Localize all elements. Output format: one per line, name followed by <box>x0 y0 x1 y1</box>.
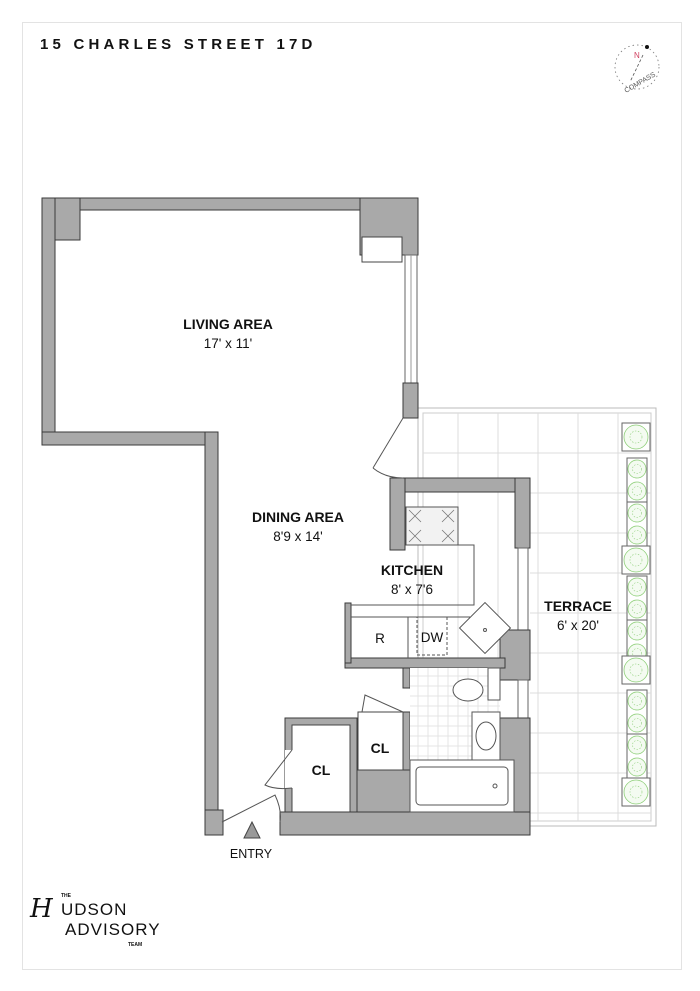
entry-label: ENTRY <box>230 847 273 861</box>
logo-h: H <box>30 894 53 924</box>
planter-icon <box>621 655 651 685</box>
planter-icon <box>626 457 648 503</box>
logo-udson: UDSON <box>61 900 128 919</box>
living-area-size: 17' x 11' <box>204 336 252 351</box>
planter-icon <box>621 422 651 452</box>
listing-title: 15 CHARLES STREET 17D <box>40 36 317 53</box>
compass-icon: N COMPASS <box>614 44 660 95</box>
dining-area-size: 8'9 x 14' <box>273 529 322 544</box>
kitchen-size: 8' x 7'6 <box>391 582 433 597</box>
hudson-advisory-logo: THE H UDSON ADVISORY TEAM <box>30 893 160 953</box>
compass-north: N <box>634 51 640 60</box>
page-frame <box>22 22 682 970</box>
logo-advisory: ADVISORY <box>65 920 161 939</box>
planter-icon <box>621 545 651 575</box>
compass-label: COMPASS <box>624 71 658 94</box>
kitchen-fixtures <box>351 506 515 813</box>
planter-icon <box>626 733 648 779</box>
logo-team: TEAM <box>128 942 143 948</box>
planter-icon <box>626 575 648 621</box>
terrace-name: TERRACE <box>544 598 612 614</box>
dishwasher-label: DW <box>421 630 444 645</box>
planter-icon <box>626 689 648 735</box>
terrace-size: 6' x 20' <box>557 618 599 633</box>
closet-1-label: CL <box>312 762 331 778</box>
doors <box>221 417 431 823</box>
living-area-name: LIVING AREA <box>183 316 273 332</box>
refrigerator-label: R <box>375 631 385 646</box>
closet-2-label: CL <box>371 740 390 756</box>
planter-icon <box>626 501 648 547</box>
logo-the: THE <box>61 893 71 899</box>
planter-icon <box>621 777 651 807</box>
kitchen-name: KITCHEN <box>381 562 443 578</box>
dining-area-name: DINING AREA <box>252 509 344 525</box>
entry-arrow-icon <box>243 820 261 839</box>
